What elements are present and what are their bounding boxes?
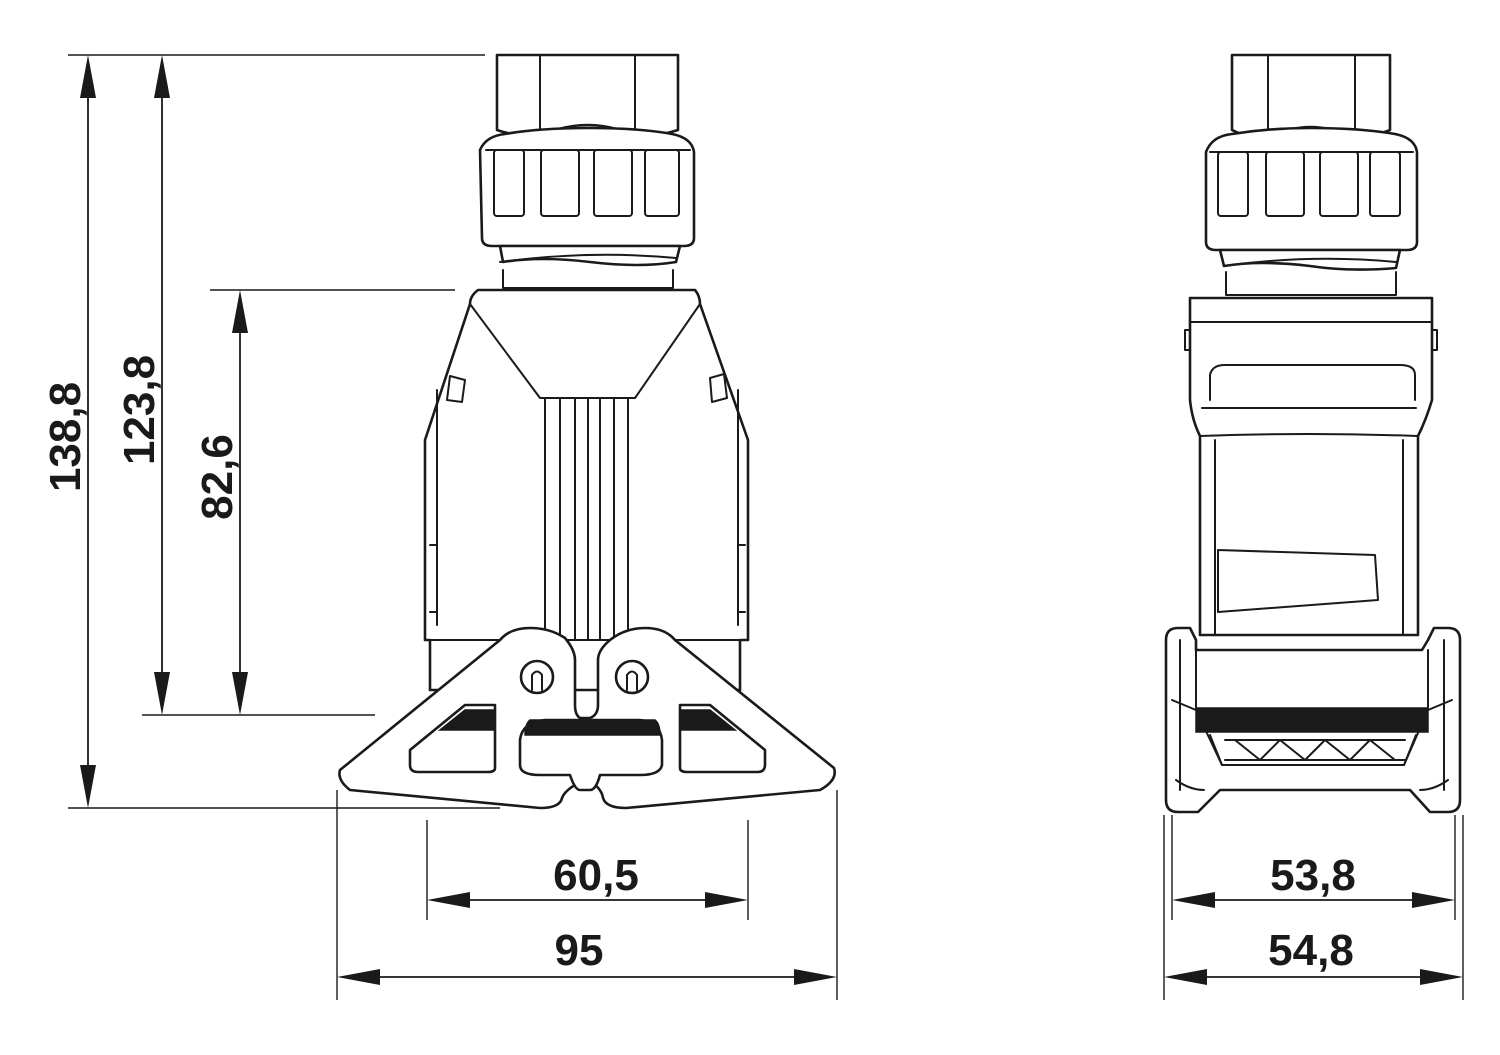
dim-label-123-8: 123,8 xyxy=(115,355,164,465)
front-cable-gland xyxy=(478,53,696,289)
front-view xyxy=(338,53,836,810)
dim-label-60-5: 60,5 xyxy=(553,851,639,900)
dim-label-53-8: 53,8 xyxy=(1270,851,1356,900)
side-locking-lever xyxy=(1164,626,1462,814)
front-housing xyxy=(423,288,750,692)
side-cable-gland xyxy=(1204,53,1419,296)
dim-label-82-6: 82,6 xyxy=(193,434,242,520)
dim-label-138-8: 138,8 xyxy=(41,382,90,492)
side-view xyxy=(1164,53,1462,814)
side-housing xyxy=(1184,296,1438,637)
dim-label-54-8: 54,8 xyxy=(1268,926,1354,975)
dimension-lines xyxy=(68,54,1464,1000)
front-locking-lever xyxy=(338,626,836,810)
dim-label-95: 95 xyxy=(555,926,604,975)
dimension-labels: 138,8 123,8 82,6 60,5 95 53,8 54,8 xyxy=(41,355,1356,975)
